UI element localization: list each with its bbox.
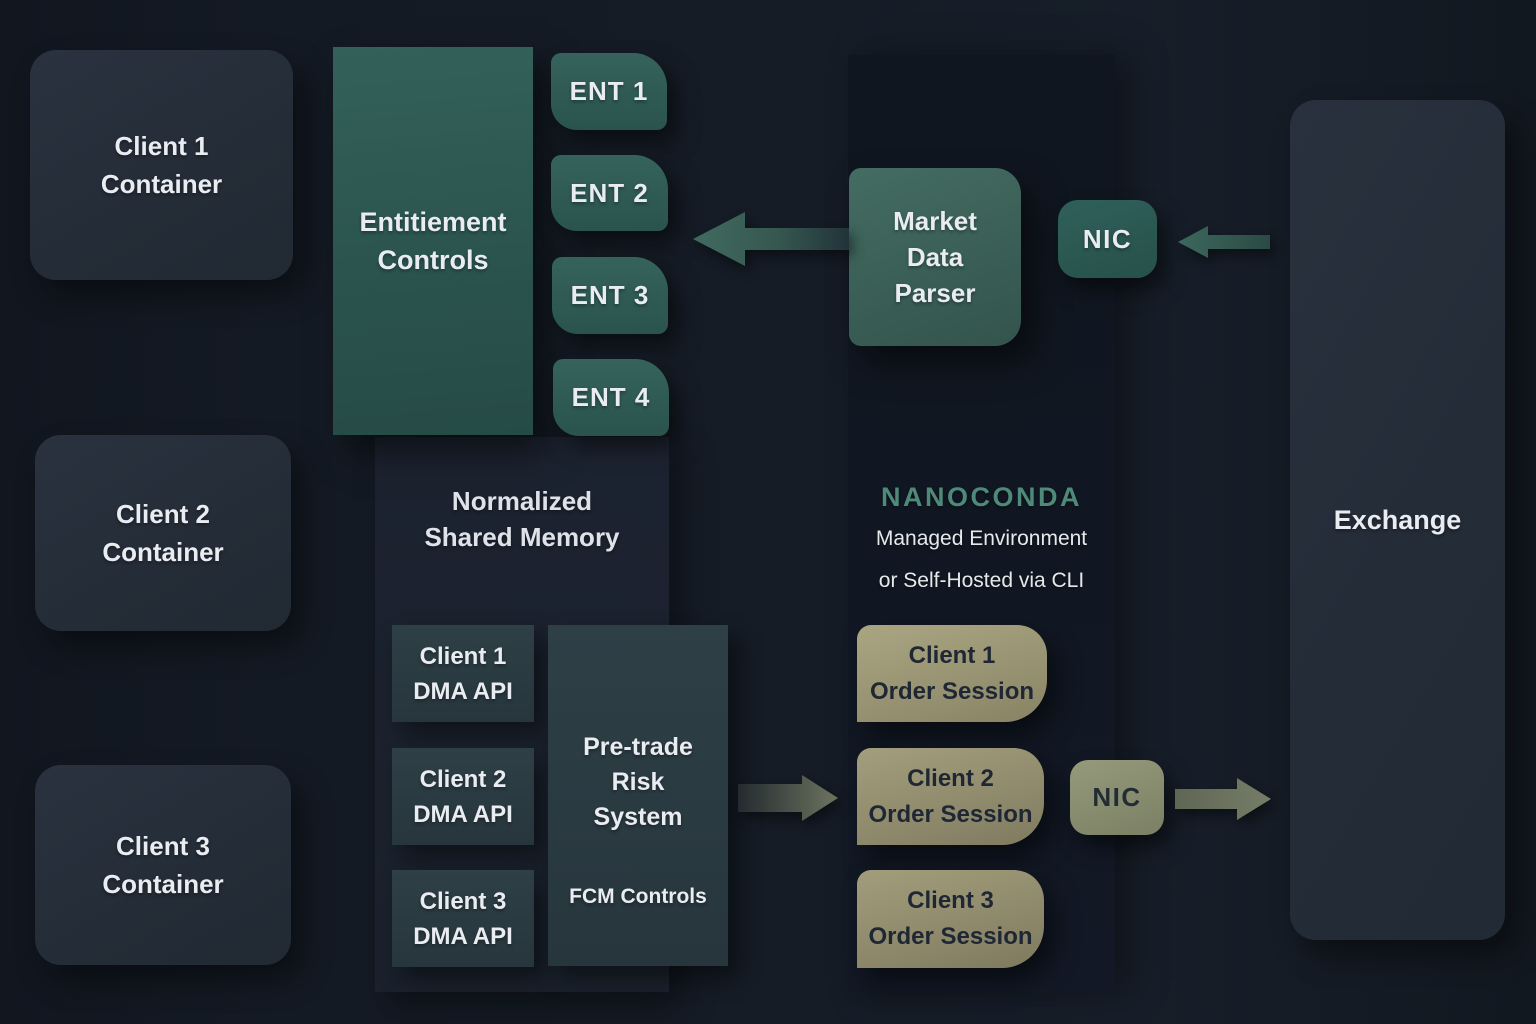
label-line: Client 3 <box>116 831 210 861</box>
pretrade-risk-node: Pre-trade Risk System FCM Controls <box>548 625 728 966</box>
ent-2-label: ENT 2 <box>570 177 649 208</box>
order-session-1-node: Client 1 Order Session <box>857 625 1047 722</box>
nanoconda-subtitle-1: Managed Environment <box>828 527 1135 551</box>
nic-top-node: NIC <box>1058 200 1157 278</box>
label-line: DMA API <box>413 677 513 705</box>
label-line: Client 1 <box>908 641 996 669</box>
arrow-nic-to-exchange-icon <box>1175 778 1271 820</box>
arrow-risk-to-order-session-icon <box>738 775 838 821</box>
shared-memory-title: Normalized Shared Memory <box>375 483 669 555</box>
label-line: or Self-Hosted via CLI <box>878 569 1085 592</box>
order-session-3-node: Client 3 Order Session <box>857 870 1044 968</box>
entitlement-controls-label: Entitiement Controls <box>359 203 506 279</box>
arrow-exchange-to-nic-icon <box>1178 226 1270 258</box>
nic-bottom-label: NIC <box>1092 782 1142 812</box>
nic-top-label: NIC <box>1082 223 1133 254</box>
client-3-container-label: Client 3 Container <box>102 827 223 903</box>
label-line: Order Session <box>868 923 1033 950</box>
label-line: Managed Environment <box>875 527 1088 550</box>
order-session-2-node: Client 2 Order Session <box>857 748 1044 845</box>
order-session-1-label: Client 1 Order Session <box>870 638 1034 710</box>
label-line: Client 1 <box>419 642 507 670</box>
ent-4-label: ENT 4 <box>571 382 651 412</box>
label-line: Client 1 <box>114 131 209 161</box>
nic-bottom-node: NIC <box>1070 760 1164 835</box>
ent-1-node: ENT 1 <box>551 53 667 130</box>
client-1-container-label: Client 1 Container <box>101 127 222 203</box>
label-line: Risk <box>611 768 665 796</box>
label-line: Data <box>906 242 964 272</box>
nanoconda-title: NANOCONDA <box>848 482 1115 513</box>
nanoconda-subtitle-2: or Self-Hosted via CLI <box>828 569 1135 593</box>
label-line: Client 3 <box>907 887 994 914</box>
arrow-market-data-to-ent-icon <box>693 212 849 266</box>
label-line: Client 3 <box>419 887 507 915</box>
label-line: Entitiement <box>359 207 507 237</box>
label-line: Container <box>100 169 223 199</box>
dma-api-3-node: Client 3 DMA API <box>392 870 534 967</box>
market-data-parser-label: Market Data Parser <box>893 203 977 311</box>
entitlement-controls-node: Entitiement Controls <box>333 47 533 435</box>
order-session-2-label: Client 2 Order Session <box>868 761 1032 833</box>
label-line: NANOCONDA <box>881 482 1082 512</box>
ent-3-node: ENT 3 <box>552 257 668 334</box>
fcm-controls-label: FCM Controls <box>548 879 728 914</box>
dma-api-1-label: Client 1 DMA API <box>413 639 513 709</box>
client-1-container-node: Client 1 Container <box>30 50 293 280</box>
label-line: Parser <box>894 278 976 308</box>
label-line: Market <box>893 206 977 236</box>
dma-api-2-node: Client 2 DMA API <box>392 748 534 845</box>
label-line: Shared Memory <box>424 522 620 552</box>
label-line: DMA API <box>413 922 513 950</box>
dma-api-1-node: Client 1 DMA API <box>392 625 534 722</box>
label-line: Client 2 <box>419 765 507 793</box>
dma-api-3-label: Client 3 DMA API <box>413 884 513 954</box>
label-line: Client 2 <box>907 764 994 792</box>
label-line: System <box>593 803 683 831</box>
pretrade-risk-title: Pre-trade Risk System <box>548 730 728 835</box>
label-line: Pre-trade <box>583 733 693 761</box>
label-line: Container <box>102 869 224 899</box>
ent-3-label: ENT 3 <box>570 280 650 310</box>
label-line: Controls <box>377 245 489 275</box>
ent-4-node: ENT 4 <box>553 359 669 436</box>
label-line: Container <box>102 537 224 567</box>
label-line: Client 2 <box>116 499 210 529</box>
label-line: FCM Controls <box>569 885 707 908</box>
label-line: DMA API <box>413 800 513 828</box>
ent-1-label: ENT 1 <box>569 76 649 106</box>
ent-2-node: ENT 2 <box>551 155 668 231</box>
label-line: Normalized <box>451 486 593 516</box>
market-data-parser-node: Market Data Parser <box>849 168 1021 346</box>
label-line: Order Session <box>869 677 1035 705</box>
dma-api-2-label: Client 2 DMA API <box>413 762 513 832</box>
exchange-label: Exchange <box>1333 505 1462 535</box>
exchange-node: Exchange <box>1290 100 1505 940</box>
order-session-3-label: Client 3 Order Session <box>868 883 1032 955</box>
client-2-container-label: Client 2 Container <box>102 495 223 571</box>
client-3-container-node: Client 3 Container <box>35 765 291 965</box>
client-2-container-node: Client 2 Container <box>35 435 291 631</box>
label-line: Order Session <box>868 800 1033 828</box>
